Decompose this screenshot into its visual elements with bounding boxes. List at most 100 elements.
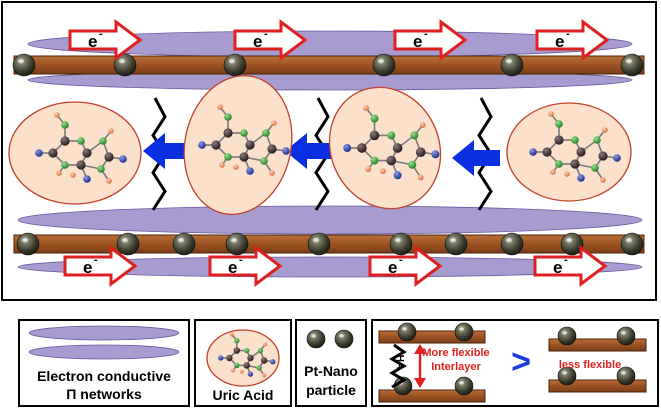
pt-nanoparticle bbox=[172, 232, 196, 256]
electron-label: e bbox=[413, 32, 422, 51]
atom-n bbox=[77, 137, 85, 145]
atom-h bbox=[239, 369, 244, 374]
atom-c bbox=[598, 151, 608, 161]
atom-c bbox=[415, 147, 426, 158]
atom-h bbox=[263, 342, 268, 347]
atom-c bbox=[267, 144, 277, 154]
pt-nanoparticle bbox=[454, 322, 474, 342]
pt-nanoparticle bbox=[616, 326, 636, 346]
electron-charge: - bbox=[94, 254, 98, 266]
pt-nanoparticle bbox=[16, 232, 40, 256]
atom-h bbox=[106, 178, 112, 184]
atom-c bbox=[247, 354, 254, 362]
electron-charge: - bbox=[264, 28, 268, 40]
atom-o bbox=[270, 359, 276, 365]
legend-pt-line2: particle bbox=[306, 382, 356, 398]
pt-nanoparticle bbox=[560, 232, 584, 256]
atom-c bbox=[386, 155, 397, 166]
legend-pt-box bbox=[295, 319, 367, 407]
electron-transfer-arrow: e- bbox=[535, 19, 610, 61]
atom-n bbox=[99, 137, 107, 145]
atom-n bbox=[591, 164, 599, 172]
atom-n bbox=[224, 153, 232, 161]
atom-h bbox=[550, 169, 556, 175]
pi-network-ellipse bbox=[28, 344, 180, 360]
atom-h bbox=[269, 170, 275, 176]
pt-nanoparticle bbox=[616, 366, 636, 386]
electron-label: e bbox=[555, 32, 564, 51]
pt-nanoparticle bbox=[454, 376, 474, 396]
atom-c bbox=[104, 152, 114, 162]
atom-c bbox=[357, 143, 367, 153]
uric-acid-molecule bbox=[328, 86, 442, 210]
pt-nanoparticle bbox=[620, 53, 644, 77]
hydrogen-bond-linker bbox=[389, 343, 407, 389]
uric-acid-molecule bbox=[506, 102, 632, 202]
electron-transfer-arrow: e- bbox=[533, 245, 608, 287]
electron-charge: - bbox=[99, 28, 103, 40]
atom-n bbox=[61, 121, 69, 129]
atom-n bbox=[555, 120, 563, 128]
atom-h bbox=[219, 162, 225, 168]
atom-o bbox=[431, 150, 440, 159]
pi-network-ellipse bbox=[28, 325, 180, 341]
atom-o bbox=[35, 149, 43, 157]
atom-c bbox=[82, 148, 92, 158]
atom-c bbox=[233, 347, 241, 354]
atom-c bbox=[554, 135, 564, 145]
legend-graphics bbox=[28, 322, 647, 403]
atom-n bbox=[257, 347, 264, 354]
electron-flow-arrow bbox=[143, 133, 191, 169]
pt-nanoparticle bbox=[223, 53, 247, 77]
electron-charge: - bbox=[564, 254, 568, 266]
atom-c bbox=[392, 143, 403, 153]
electron-transfer-arrow: e- bbox=[368, 245, 443, 287]
atom-h bbox=[417, 174, 424, 181]
atom-o bbox=[343, 144, 352, 152]
electron-label: e bbox=[228, 258, 237, 277]
legend-more-flexible-line1: More flexible bbox=[422, 347, 489, 359]
legend-uric-acid-label: Uric Acid bbox=[213, 387, 274, 403]
pi-network-ellipse bbox=[17, 205, 643, 235]
atom-h bbox=[262, 373, 267, 378]
atom-o bbox=[393, 171, 402, 180]
main-layers: e-e-e-e-e-e-e-e- bbox=[8, 19, 645, 287]
atom-c bbox=[239, 152, 249, 162]
atom-c bbox=[243, 362, 250, 369]
electron-charge: - bbox=[424, 28, 428, 40]
atom-c bbox=[570, 159, 580, 169]
atom-h bbox=[217, 104, 223, 110]
pt-nanoparticle bbox=[307, 232, 331, 256]
pt-nanoparticle bbox=[444, 232, 468, 256]
atom-h bbox=[379, 168, 386, 175]
electron-label: e bbox=[83, 258, 92, 277]
atom-n bbox=[262, 129, 270, 137]
uric-acid-molecule bbox=[8, 101, 142, 205]
pt-nanoparticle bbox=[113, 53, 137, 77]
atom-n bbox=[387, 131, 396, 140]
atom-h bbox=[271, 120, 277, 126]
flexibility-arrow-down bbox=[414, 378, 426, 388]
atom-n bbox=[240, 129, 248, 137]
electron-flow-arrow bbox=[452, 140, 500, 176]
atom-n bbox=[571, 136, 579, 144]
atom-o bbox=[119, 155, 127, 163]
legend-less-flexible: less flexible bbox=[559, 359, 621, 371]
atom-o bbox=[247, 371, 254, 377]
legend-more-flexible-line2: Interlayer bbox=[431, 361, 481, 373]
atom-o bbox=[83, 175, 91, 183]
atom-o bbox=[246, 167, 254, 175]
legend-networks-line2: Π networks bbox=[66, 386, 142, 402]
atom-h bbox=[600, 177, 606, 183]
legend-greater-than: > bbox=[511, 343, 531, 381]
atom-c bbox=[260, 357, 268, 364]
pi-network-ellipse bbox=[17, 256, 643, 278]
legend-ha-label: HA bbox=[394, 355, 405, 369]
pt-nanoparticle bbox=[12, 53, 36, 77]
uric-acid-molecule bbox=[206, 329, 280, 387]
electron-label: e bbox=[388, 258, 397, 277]
electron-transfer-arrow: e- bbox=[68, 19, 143, 61]
atom-n bbox=[224, 113, 232, 121]
atom-c bbox=[223, 128, 233, 138]
electron-label: e bbox=[553, 258, 562, 277]
